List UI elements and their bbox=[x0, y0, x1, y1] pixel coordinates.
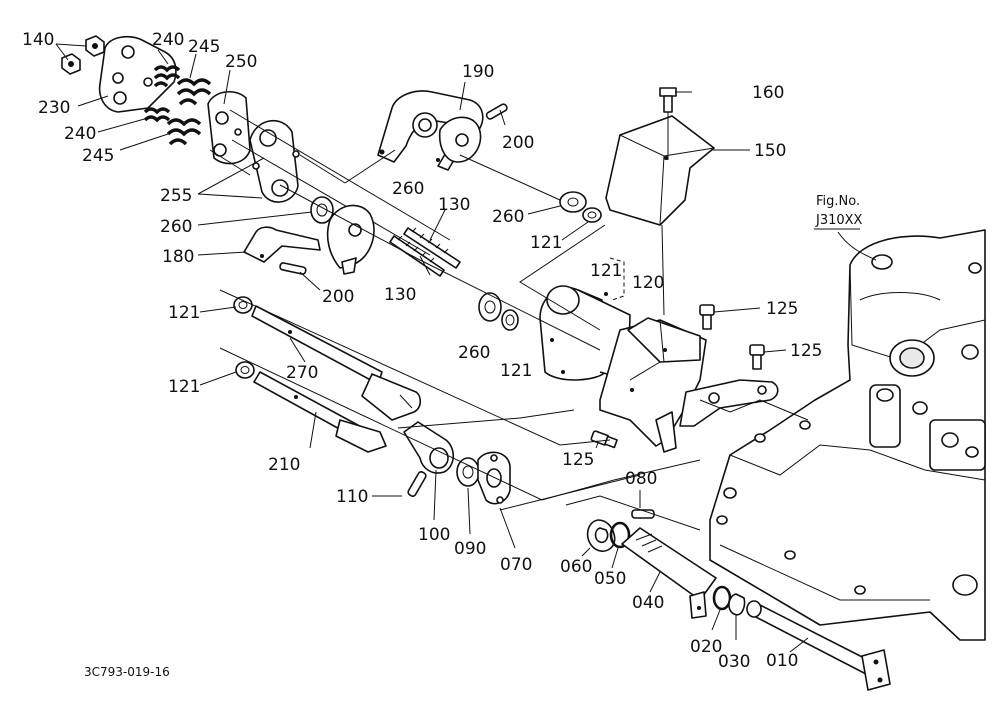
o-ring-050 bbox=[609, 521, 631, 549]
callout-260-mid: 260 bbox=[458, 343, 490, 363]
washers-260-left bbox=[310, 196, 334, 224]
callout-150: 150 bbox=[754, 141, 786, 161]
bushing-121-mid bbox=[501, 309, 519, 331]
nut-140 bbox=[61, 35, 105, 75]
callout-010: 010 bbox=[766, 651, 798, 671]
arm-100 bbox=[403, 421, 455, 474]
callout-labels: 140 240 245 250 230 240 245 190 200 160 … bbox=[22, 30, 863, 679]
shaft-270 bbox=[251, 305, 422, 421]
callout-030: 030 bbox=[718, 652, 750, 672]
bushing-121-upper bbox=[582, 207, 602, 223]
callout-125-upper: 125 bbox=[766, 299, 798, 319]
spring-240-upper bbox=[153, 65, 181, 88]
key-080 bbox=[631, 509, 655, 519]
callout-050: 050 bbox=[594, 569, 626, 589]
shaft-centerlines bbox=[209, 109, 451, 256]
callout-080: 080 bbox=[625, 469, 657, 489]
clip-030 bbox=[728, 593, 746, 616]
shaft-040 bbox=[621, 527, 717, 619]
figure-ref-label: Fig.No. bbox=[816, 194, 860, 209]
callout-240-lower: 240 bbox=[64, 124, 96, 144]
callout-110: 110 bbox=[336, 487, 368, 507]
callout-240-upper: 240 bbox=[152, 30, 184, 50]
callout-245-upper: 245 bbox=[188, 37, 220, 57]
callout-200-upper: 200 bbox=[502, 133, 534, 153]
snap-ring-060 bbox=[586, 519, 616, 552]
callout-260-left: 260 bbox=[160, 217, 192, 237]
callout-070: 070 bbox=[500, 555, 532, 575]
cover-150 bbox=[605, 115, 715, 226]
plate-070 bbox=[477, 451, 511, 505]
stud-130 bbox=[389, 227, 461, 277]
callout-270: 270 bbox=[286, 363, 318, 383]
bolt-125-a bbox=[699, 304, 715, 330]
bushing-121-left-b bbox=[235, 361, 255, 379]
washer-260-mid bbox=[478, 292, 502, 322]
plate-255 bbox=[249, 119, 300, 203]
transmission-housing bbox=[709, 229, 986, 641]
shaft-010 bbox=[746, 600, 891, 691]
callout-100: 100 bbox=[418, 525, 450, 545]
callout-121-mid: 121 bbox=[500, 361, 532, 381]
callout-210: 210 bbox=[268, 455, 300, 475]
callout-250: 250 bbox=[225, 52, 257, 72]
callout-020: 020 bbox=[690, 637, 722, 657]
plate-250 bbox=[207, 91, 251, 165]
callout-255: 255 bbox=[160, 186, 192, 206]
callout-245-lower: 245 bbox=[82, 146, 114, 166]
washer-090 bbox=[456, 457, 480, 487]
callout-200-lower: 200 bbox=[322, 287, 354, 307]
bracket-arm bbox=[679, 379, 779, 427]
pin-200-lower bbox=[279, 262, 307, 275]
callout-230: 230 bbox=[38, 98, 70, 118]
callout-120: 120 bbox=[632, 273, 664, 293]
pin-200-upper bbox=[485, 103, 508, 120]
bolt-125-b bbox=[749, 344, 765, 370]
callout-121-upper: 121 bbox=[530, 233, 562, 253]
callout-160: 160 bbox=[752, 83, 784, 103]
callout-140: 140 bbox=[22, 30, 54, 50]
callout-130-upper: 130 bbox=[438, 195, 470, 215]
callout-121-left-a: 121 bbox=[168, 303, 200, 323]
pin-110 bbox=[407, 471, 427, 497]
spring-245-lower bbox=[166, 118, 202, 146]
callout-125-right: 125 bbox=[790, 341, 822, 361]
figure-ref-number: J310XX bbox=[815, 213, 863, 228]
callout-060: 060 bbox=[560, 557, 592, 577]
callout-130-lower: 130 bbox=[384, 285, 416, 305]
callout-121-left-b: 121 bbox=[168, 377, 200, 397]
bracket-120 bbox=[539, 285, 707, 453]
callout-090: 090 bbox=[454, 539, 486, 559]
callout-180: 180 bbox=[162, 247, 194, 267]
callout-260-lever: 260 bbox=[392, 179, 424, 199]
spring-240-lower bbox=[143, 107, 171, 123]
callout-260-upper-right: 260 bbox=[492, 207, 524, 227]
callout-121-bracket: 121 bbox=[590, 261, 622, 281]
bushing-121-left-a bbox=[233, 296, 253, 314]
drawing-code: 3C793-019-16 bbox=[84, 665, 170, 679]
washer-260-upper-right bbox=[559, 191, 587, 213]
callout-040: 040 bbox=[632, 593, 664, 613]
lever-190 bbox=[377, 90, 484, 171]
spring-245-upper bbox=[176, 78, 212, 106]
lever-180 bbox=[243, 204, 375, 275]
o-ring-020 bbox=[712, 585, 732, 611]
callout-190: 190 bbox=[462, 62, 494, 82]
plate-230 bbox=[98, 35, 177, 113]
shaft-210 bbox=[253, 371, 387, 453]
callout-125-lower: 125 bbox=[562, 450, 594, 470]
leader-lines bbox=[55, 43, 877, 653]
bolt-125-c bbox=[590, 430, 618, 449]
